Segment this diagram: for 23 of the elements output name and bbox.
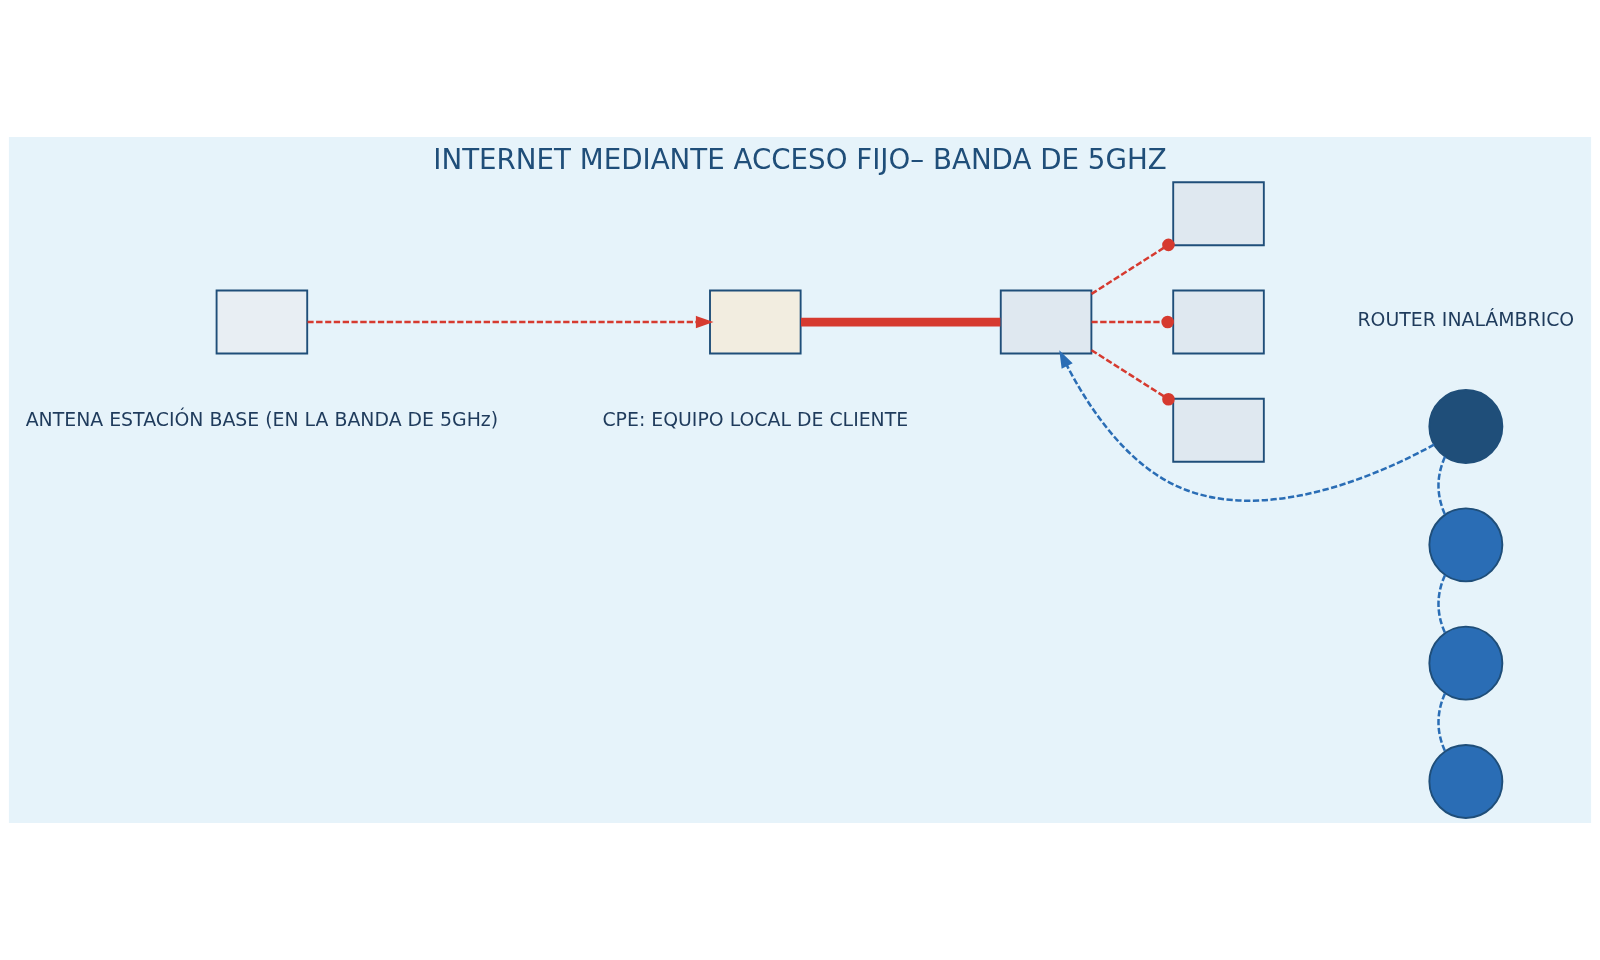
node-box — [709, 289, 802, 355]
node-box — [1172, 289, 1265, 355]
node-box — [1172, 397, 1265, 463]
diagram-title: INTERNET MEDIANTE ACCESO FIJO– BANDA DE 5GHZ — [433, 143, 1167, 177]
node-circle — [1428, 389, 1504, 464]
connector — [1091, 315, 1174, 329]
connector — [1437, 693, 1447, 752]
node-label: ROUTER INALÁMBRICO — [1357, 308, 1575, 331]
connector — [1090, 238, 1175, 295]
connector — [801, 317, 1001, 327]
node-box — [215, 289, 309, 355]
node-label: CPE: EQUIPO LOCAL DE CLIENTE — [602, 407, 909, 430]
arrow — [307, 315, 714, 329]
node-box — [1172, 181, 1265, 247]
connector — [1090, 349, 1175, 406]
node-circle — [1428, 507, 1504, 583]
node-box — [999, 289, 1093, 355]
node-circle — [1428, 744, 1504, 819]
arrow — [1059, 350, 1435, 502]
node-label: ANTENA ESTACIÓN BASE (EN LA BANDA DE 5GHz) — [25, 407, 499, 430]
connector — [1437, 574, 1447, 634]
connector — [1437, 456, 1447, 516]
node-circle — [1428, 625, 1504, 701]
